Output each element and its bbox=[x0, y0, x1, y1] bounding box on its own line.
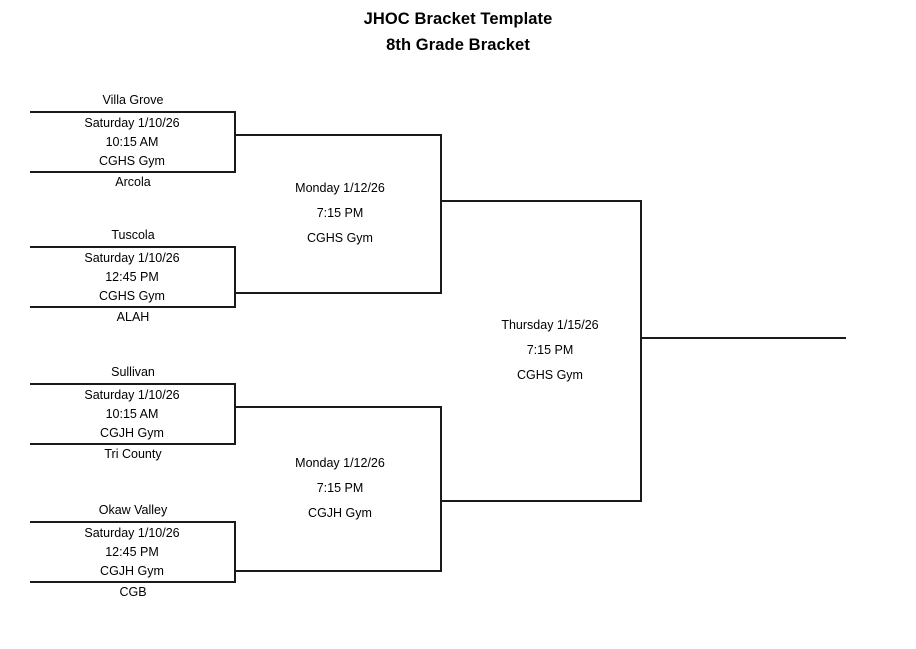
semifinal-1-right-rail bbox=[440, 134, 442, 294]
page-subtitle: 8th Grade Bracket bbox=[386, 36, 530, 54]
round1-game-2-time: 12:45 PM bbox=[105, 269, 159, 284]
semifinal-2-date: Monday 1/12/26 bbox=[295, 456, 385, 470]
round1-game-1-bottom-team: Arcola bbox=[115, 175, 151, 189]
connector-game4-to-semi2 bbox=[236, 570, 442, 572]
page-title: JHOC Bracket Template bbox=[363, 10, 553, 28]
final-right-rail bbox=[640, 200, 642, 502]
final-time: 7:15 PM bbox=[526, 343, 574, 357]
round1-game-2-venue: CGHS Gym bbox=[99, 288, 165, 303]
round1-game-3-bottom-team: Tri County bbox=[104, 447, 162, 461]
connector-game1-to-semi1 bbox=[236, 134, 442, 136]
round1-game-2-top-team: Tuscola bbox=[111, 228, 155, 242]
round1-game-4-top-team: Okaw Valley bbox=[98, 503, 168, 517]
semifinal-2-right-rail bbox=[440, 406, 442, 572]
round1-game-1-box: Saturday 1/10/26 10:15 AM CGHS Gym bbox=[30, 111, 236, 173]
champion-line bbox=[640, 337, 846, 339]
round1-game-3-box: Saturday 1/10/26 10:15 AM CGJH Gym bbox=[30, 383, 236, 445]
connector-game2-to-semi1 bbox=[236, 292, 442, 294]
round1-game-4-date: Saturday 1/10/26 bbox=[84, 525, 180, 540]
round1-game-4-box: Saturday 1/10/26 12:45 PM CGJH Gym bbox=[30, 521, 236, 583]
title-block: JHOC Bracket Template 8th Grade Bracket bbox=[0, 6, 916, 58]
round1-game-1-venue: CGHS Gym bbox=[99, 153, 165, 168]
round1-game-2-bottom-team: ALAH bbox=[116, 310, 150, 324]
semifinal-1-time: 7:15 PM bbox=[316, 206, 364, 220]
round1-game-3-time: 10:15 AM bbox=[105, 406, 159, 421]
semifinal-1-label[interactable]: Monday 1/12/26 7:15 PM CGHS Gym bbox=[240, 176, 440, 251]
round1-game-4-time: 12:45 PM bbox=[105, 544, 159, 559]
semifinal-1-venue: CGHS Gym bbox=[307, 231, 373, 245]
final-label[interactable]: Thursday 1/15/26 7:15 PM CGHS Gym bbox=[450, 313, 650, 388]
semifinal-1-date: Monday 1/12/26 bbox=[295, 181, 385, 195]
round1-game-1-time: 10:15 AM bbox=[105, 134, 159, 149]
round1-game-4-venue: CGJH Gym bbox=[100, 563, 164, 578]
connector-game3-to-semi2 bbox=[236, 406, 442, 408]
final-venue: CGHS Gym bbox=[517, 368, 583, 382]
round1-game-1-top-team: Villa Grove bbox=[102, 93, 164, 107]
semifinal-2-time: 7:15 PM bbox=[316, 481, 364, 495]
round1-game-3-top-team: Sullivan bbox=[111, 365, 155, 379]
semifinal-2-label[interactable]: Monday 1/12/26 7:15 PM CGJH Gym bbox=[240, 451, 440, 526]
connector-semi2-to-final bbox=[440, 500, 642, 502]
semifinal-2-venue: CGJH Gym bbox=[308, 506, 372, 520]
round1-game-3-date: Saturday 1/10/26 bbox=[84, 387, 180, 402]
round1-game-4-bottom-team: CGB bbox=[119, 585, 147, 599]
final-date: Thursday 1/15/26 bbox=[501, 318, 599, 332]
round1-game-2-date: Saturday 1/10/26 bbox=[84, 250, 180, 265]
round1-game-2-box: Saturday 1/10/26 12:45 PM CGHS Gym bbox=[30, 246, 236, 308]
connector-semi1-to-final bbox=[440, 200, 642, 202]
round1-game-3-venue: CGJH Gym bbox=[100, 425, 164, 440]
round1-game-1-date: Saturday 1/10/26 bbox=[84, 115, 180, 130]
